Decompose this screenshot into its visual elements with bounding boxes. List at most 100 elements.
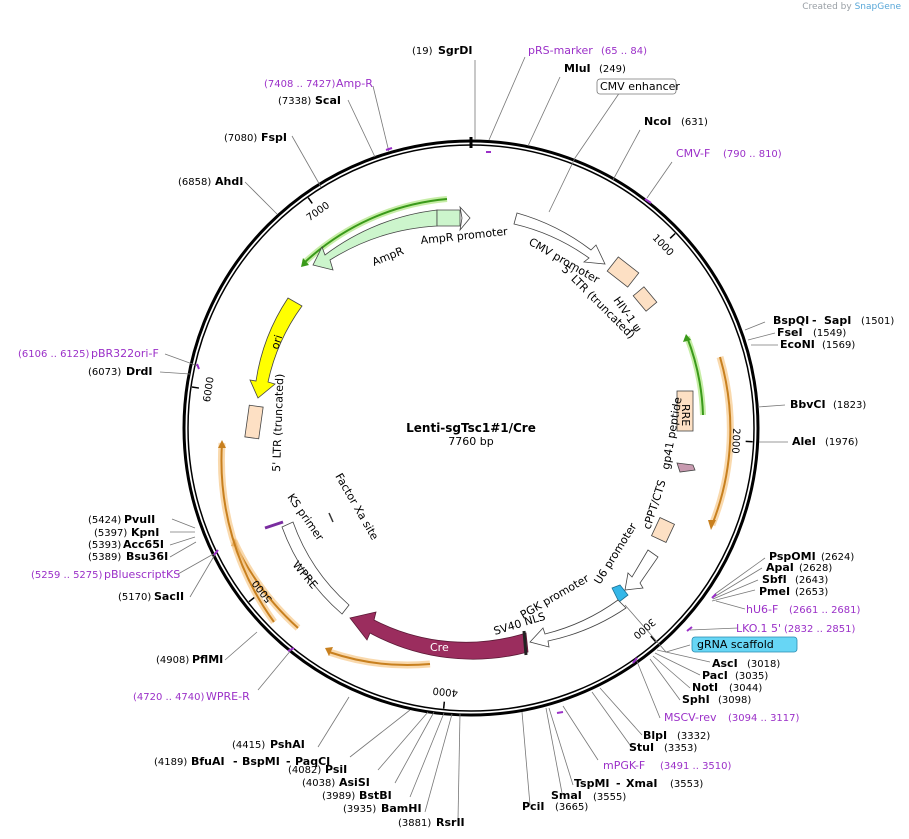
enzyme-sacii: SacII xyxy=(154,590,184,603)
enzyme-stui-pos: (3353) xyxy=(664,743,697,754)
enzyme-pcii-pos: (3665) xyxy=(555,802,588,813)
grna-scaffold-box xyxy=(691,636,798,653)
primer-pbluescriptks-range: (5259 .. 5275) xyxy=(31,570,103,581)
primer-marks xyxy=(196,147,717,714)
enzyme-bsu36i-pos: (5389) xyxy=(88,552,121,563)
enzyme-bspqi-pos: (1501) xyxy=(861,316,894,327)
enzyme-sapi-dash: - xyxy=(812,314,817,327)
ampr-promoter-label: AmpR promoter xyxy=(420,225,509,247)
enzyme-mlui: MluI xyxy=(564,62,591,75)
enzyme-pmei: PmeI xyxy=(759,585,790,598)
cre-label: Cre xyxy=(430,641,449,654)
enzyme-asci-pos: (3018) xyxy=(747,659,780,670)
enzyme-bamhi: BamHI xyxy=(381,802,422,815)
enzyme-ncoi: NcoI xyxy=(644,115,671,128)
enzyme-pshai: PshAI xyxy=(270,738,305,751)
leader-lines xyxy=(159,56,788,821)
ruler-label-6000: 6000 xyxy=(202,376,217,403)
enzyme-xmai-dash: - xyxy=(616,777,621,790)
primer-cmv-f-range: (790 .. 810) xyxy=(723,149,782,160)
orf-arcs xyxy=(217,196,734,669)
plasmid-size: 7760 bp xyxy=(448,435,493,448)
primer-wpre-r: WPRE-R xyxy=(206,690,250,703)
enzyme-tspmi: TspMI xyxy=(574,777,610,790)
snapgene-logo: SnapGene xyxy=(854,2,901,12)
enzyme-labels: (19) SgrDI MluI (249) NcoI (631) BspQI -… xyxy=(88,44,894,829)
enzyme-stui: StuI xyxy=(629,741,654,754)
enzyme-psii: PsiI xyxy=(325,763,347,776)
primer-amp-r-range: (7408 .. 7427) xyxy=(264,79,336,90)
enzyme-bfuai-pos: (4189) xyxy=(154,757,187,768)
primer-amp-r: Amp-R xyxy=(336,77,373,90)
wpre-box xyxy=(281,521,350,615)
cmv-enhancer-box xyxy=(596,78,677,95)
enzyme-scai: ScaI xyxy=(315,94,341,107)
enzyme-pvuii: PvuII xyxy=(124,513,155,526)
enzyme-econi: EcoNI xyxy=(780,338,815,351)
primer-pbr322ori-f: pBR322ori-F xyxy=(91,347,159,360)
enzyme-bspqi: BspQI xyxy=(773,314,809,327)
factor-xa-label: Factor Xa site xyxy=(332,471,381,542)
enzyme-sbfi: SbfI xyxy=(762,573,787,586)
enzyme-pcii: PciI xyxy=(522,800,544,813)
enzyme-acc65i-pos: (5393) xyxy=(88,540,121,551)
enzyme-rsrii-pos: (3881) xyxy=(398,818,431,829)
enzyme-fspi-pos: (7080) xyxy=(224,133,257,144)
enzyme-drdi-pos: (6073) xyxy=(88,367,121,378)
enzyme-pshai-pos: (4415) xyxy=(232,740,265,751)
enzyme-bstbi-pos: (3989) xyxy=(322,791,355,802)
enzyme-paci-pos: (3035) xyxy=(735,671,768,682)
ruler-tick-5000 xyxy=(248,596,255,603)
pgk-promoter-arrow xyxy=(529,599,627,648)
ruler-label-7000: 7000 xyxy=(305,200,332,224)
primer-mscv-rev-range: (3094 .. 3117) xyxy=(728,713,800,724)
enzyme-pmei-pos: (2653) xyxy=(795,587,828,598)
cmv-enhancer-label: CMV enhancer xyxy=(600,80,680,93)
cppt-box xyxy=(650,517,676,543)
grna-leader xyxy=(624,604,691,653)
plasmid-name: Lenti-sgTsc1#1/Cre xyxy=(406,421,536,435)
enzyme-fsei-pos: (1549) xyxy=(813,328,846,339)
enzyme-pvuii-pos: (5424) xyxy=(88,515,121,526)
enzyme-sbfi-pos: (2643) xyxy=(795,575,828,586)
hiv-psi-box xyxy=(632,286,658,312)
primer-mpgk-f-range: (3491 .. 3510) xyxy=(660,761,732,772)
features xyxy=(244,91,696,660)
enzyme-sphi-pos: (3098) xyxy=(718,695,751,706)
primer-hu6-f-range: (2661 .. 2681) xyxy=(789,605,861,616)
enzyme-pspomi: PspOMI xyxy=(769,550,816,563)
ori-label: ori xyxy=(268,333,285,351)
enzyme-asci: AscI xyxy=(712,657,738,670)
ltr-right-box xyxy=(606,256,640,288)
ampr-promoter xyxy=(436,209,461,227)
ks-primer-mark xyxy=(264,520,284,530)
u6-promoter-arrow xyxy=(624,549,659,591)
enzyme-scai-pos: (7338) xyxy=(278,96,311,107)
primer-pbluescriptks: pBluescriptKS xyxy=(104,568,180,581)
enzyme-bfuai: BfuAI xyxy=(191,755,225,768)
grna-scaffold-label: gRNA scaffold xyxy=(697,638,774,651)
enzyme-xmai-pos: (3553) xyxy=(670,779,703,790)
gp41-label: gp41 peptide xyxy=(659,396,685,471)
enzyme-acc65i: Acc65I xyxy=(123,538,164,551)
ruler-tick-7000 xyxy=(307,197,313,204)
ruler-label-2000: 2000 xyxy=(729,428,741,454)
primer-prs-marker: pRS-marker xyxy=(528,44,593,57)
ruler-tick-1000 xyxy=(669,232,676,239)
enzyme-smai: SmaI xyxy=(551,789,582,802)
u6-cyan-mark xyxy=(611,584,629,603)
ltr-left-label: 5' LTR (truncated) xyxy=(270,373,286,472)
enzyme-xmai: XmaI xyxy=(626,777,657,790)
enzyme-asisi: AsiSI xyxy=(339,776,370,789)
enzyme-mlui-pos: (249) xyxy=(599,64,626,75)
enzyme-fsei: FseI xyxy=(777,326,803,339)
enzyme-paqci: PaqCI xyxy=(295,755,330,768)
primer-cmv-f: CMV-F xyxy=(676,147,710,160)
ampr-arrow xyxy=(312,209,438,271)
ruler-label-4000: 4000 xyxy=(432,685,458,698)
primer-wpre-r-range: (4720 .. 4740) xyxy=(133,692,205,703)
primer-prs-marker-range: (65 .. 84) xyxy=(601,46,647,57)
cmv-promoter-arrow xyxy=(513,212,606,265)
enzyme-ahdi: AhdI xyxy=(215,175,243,188)
enzyme-econi-pos: (1569) xyxy=(822,340,855,351)
